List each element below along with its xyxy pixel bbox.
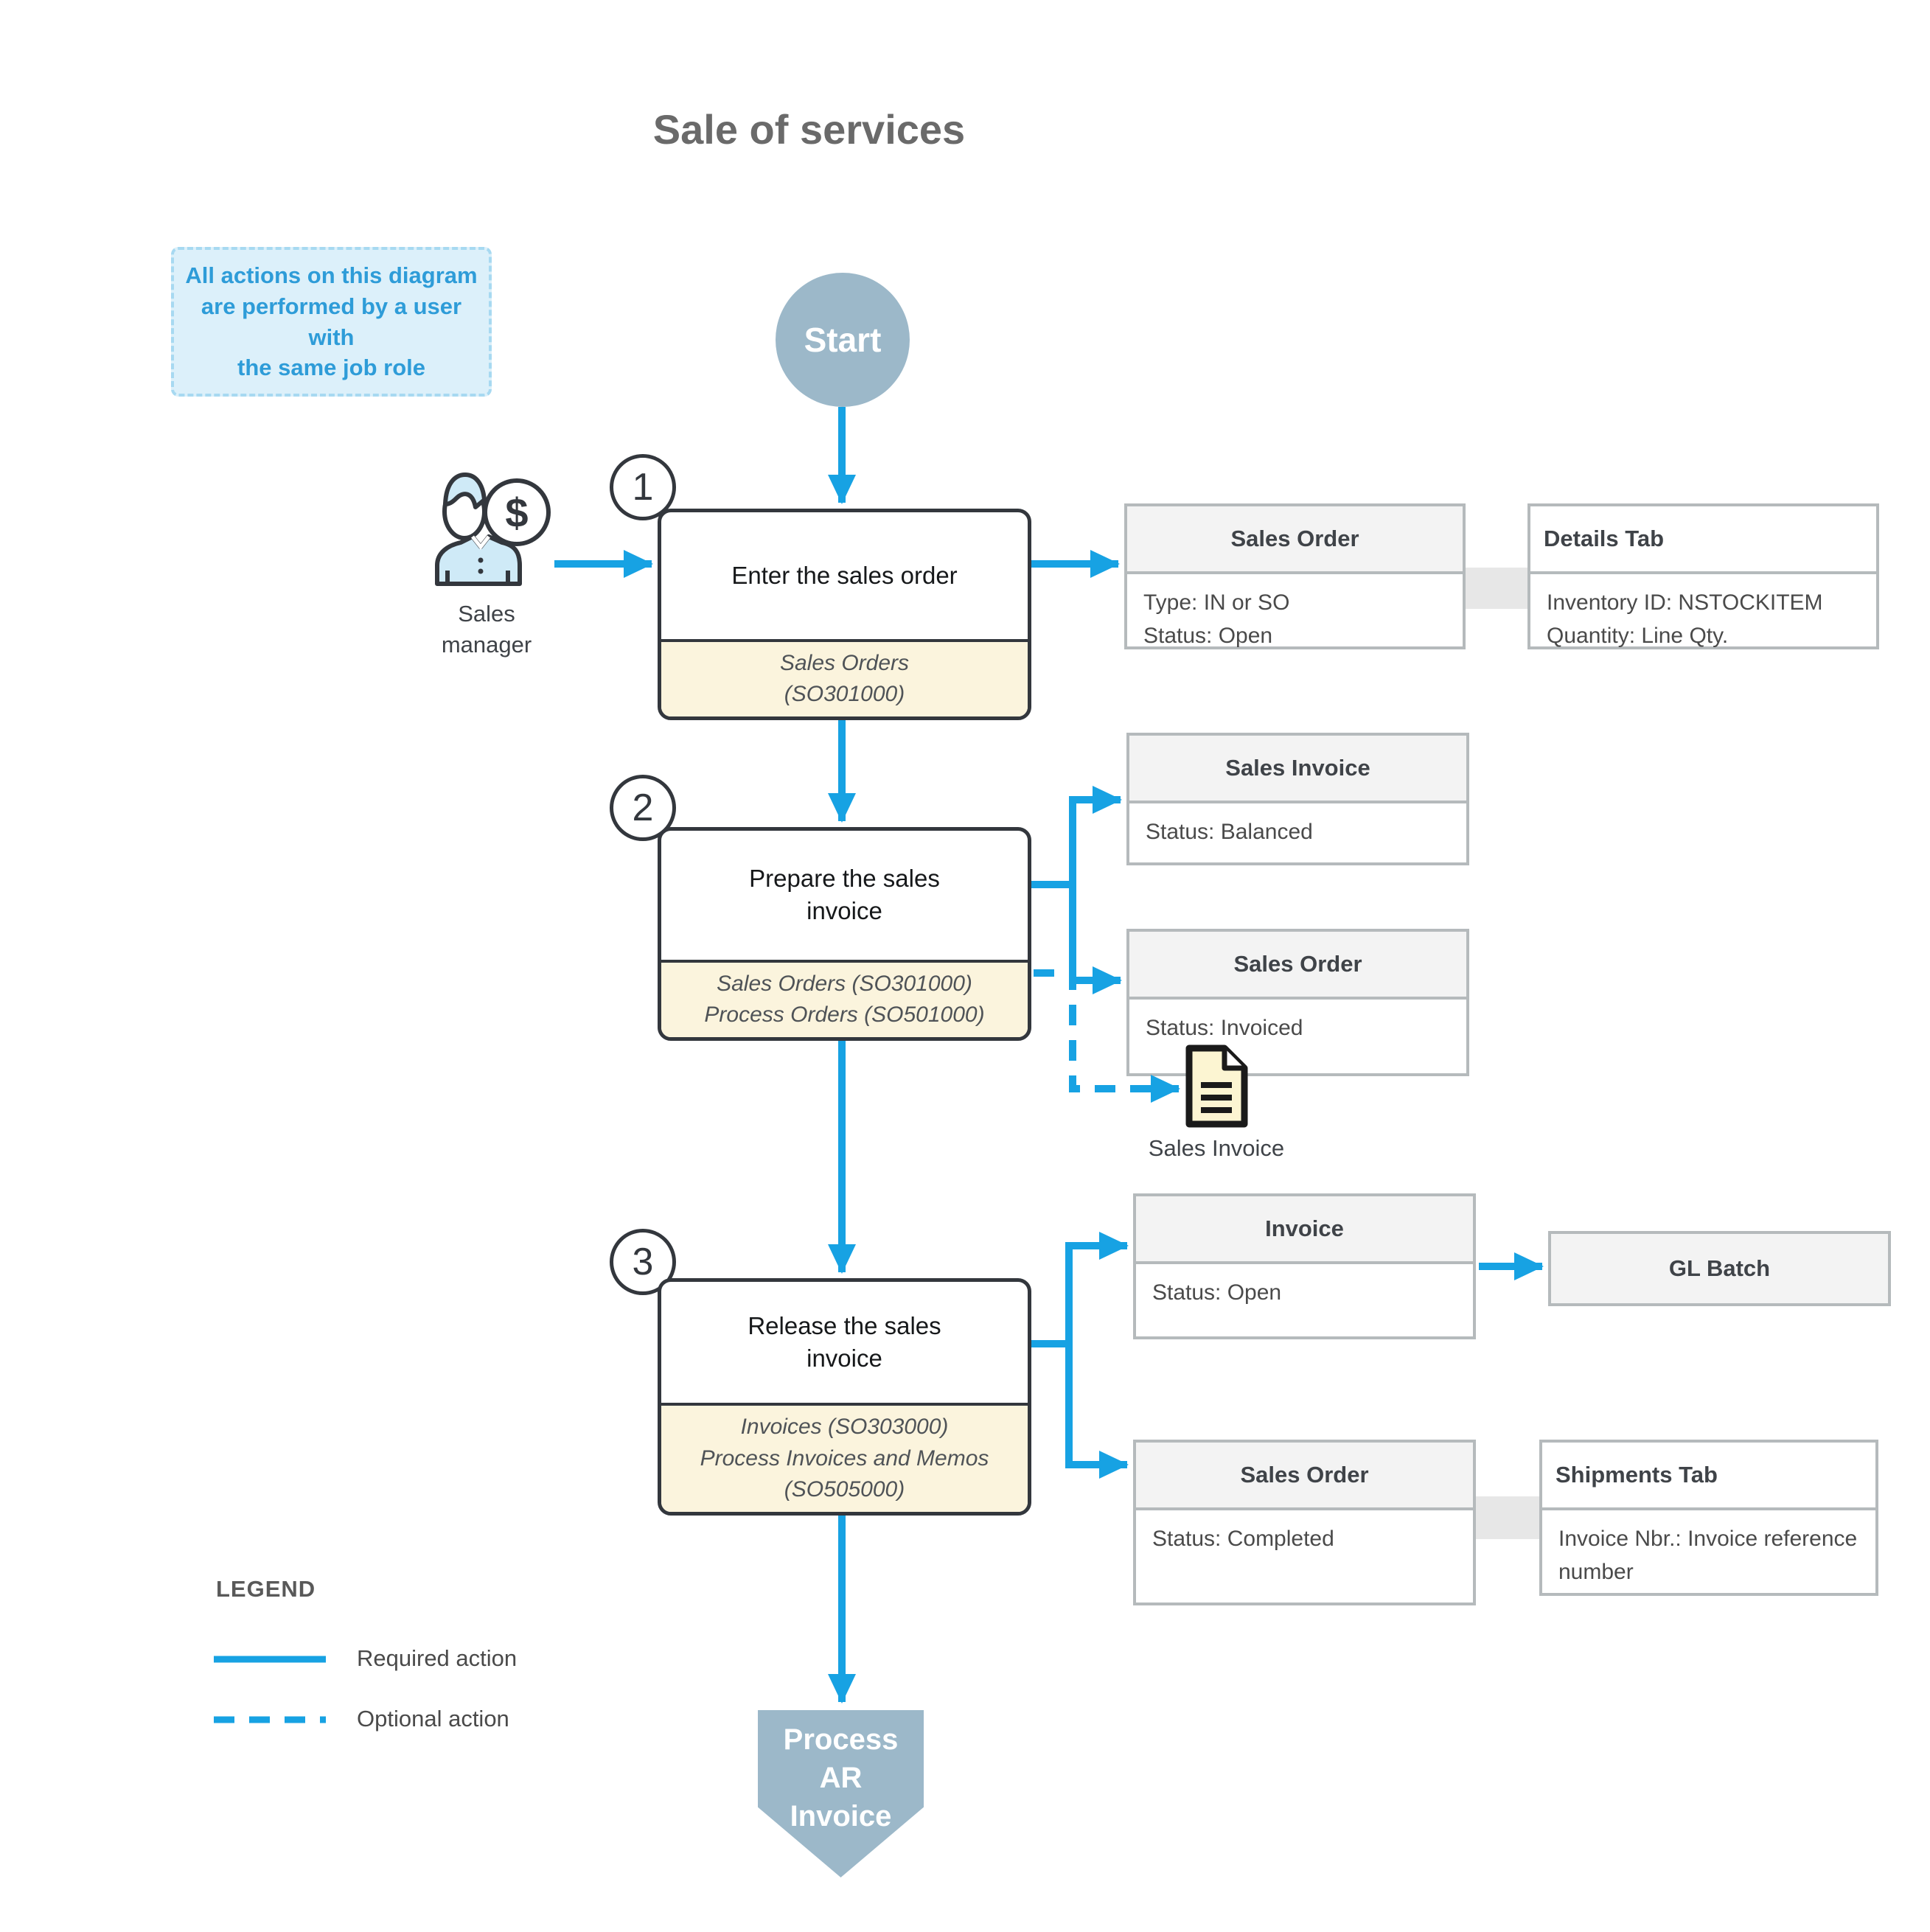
record-body: Invoice Nbr.: Invoice reference number — [1558, 1527, 1858, 1584]
step-2-title: Prepare the sales invoice — [749, 864, 940, 925]
record-details-tab: Details Tab Inventory ID: NSTOCKITEM Qua… — [1527, 503, 1879, 649]
end-node-process-ar-invoice: Process AR Invoice — [758, 1710, 924, 1877]
connector-sales-order-shipments-tab — [1474, 1496, 1541, 1539]
record-title: Invoice — [1136, 1196, 1473, 1264]
record-gl-batch: GL Batch — [1548, 1231, 1891, 1306]
arrow-step2-to-sales-order — [1069, 885, 1122, 994]
record-body: Status: Completed — [1152, 1527, 1334, 1551]
arrow-step3-to-sales-order — [1065, 1344, 1129, 1479]
start-label: Start — [804, 321, 882, 359]
record-sales-order-completed: Sales Order Status: Completed — [1133, 1440, 1476, 1605]
record-title: GL Batch — [1551, 1234, 1888, 1303]
record-body: Status: Open — [1152, 1280, 1282, 1305]
arrow-step3-to-invoice — [1031, 1232, 1129, 1347]
record-sales-order-invoiced: Sales Order Status: Invoiced — [1126, 929, 1469, 1076]
record-title: Sales Order — [1127, 506, 1463, 574]
end-node-label: Process AR Invoice — [783, 1723, 899, 1832]
connector-sales-order-details-tab — [1464, 568, 1529, 609]
start-node: Start — [776, 273, 910, 407]
note-box: All actions on this diagram are performe… — [171, 247, 492, 397]
arrow-step2-to-sales-invoice — [1031, 786, 1122, 888]
record-title: Shipments Tab — [1542, 1443, 1875, 1510]
sales-manager-icon: $ — [435, 472, 551, 586]
record-body: Inventory ID: NSTOCKITEM Quantity: Line … — [1547, 590, 1823, 648]
step-2-badge: 2 — [610, 775, 676, 841]
record-body: Type: IN or SO Status: Open — [1143, 590, 1290, 648]
record-title: Sales Order — [1129, 932, 1466, 1000]
record-title: Sales Order — [1136, 1443, 1473, 1510]
step-1-title: Enter the sales order — [731, 561, 958, 589]
record-shipments-tab: Shipments Tab Invoice Nbr.: Invoice refe… — [1539, 1440, 1878, 1596]
step-1-screens: Sales Orders (SO301000) — [661, 638, 1028, 716]
page-title: Sale of services — [652, 106, 966, 153]
record-sales-invoice-balanced: Sales Invoice Status: Balanced — [1126, 733, 1469, 865]
record-body: Status: Invoiced — [1146, 1016, 1303, 1040]
record-sales-order-open: Sales Order Type: IN or SO Status: Open — [1124, 503, 1466, 649]
legend-required-label: Required action — [357, 1645, 518, 1671]
legend-optional-label: Optional action — [357, 1706, 509, 1732]
step-3-title: Release the sales invoice — [748, 1311, 941, 1373]
record-title: Details Tab — [1530, 506, 1876, 574]
record-title: Sales Invoice — [1129, 736, 1466, 803]
document-label: Sales Invoice — [1148, 1135, 1285, 1161]
step-1-enter-sales-order: Enter the sales order Sales Orders (SO30… — [658, 509, 1031, 720]
step-2-prepare-sales-invoice: Prepare the sales invoice Sales Orders (… — [658, 827, 1031, 1041]
record-invoice-open: Invoice Status: Open — [1133, 1193, 1476, 1339]
document-icon — [1185, 1045, 1248, 1128]
step-3-screens: Invoices (SO303000) Process Invoices and… — [661, 1403, 1028, 1512]
step-3-release-sales-invoice: Release the sales invoice Invoices (SO30… — [658, 1278, 1031, 1516]
sales-manager-label: Sales manager — [441, 601, 532, 658]
legend-heading: LEGEND — [216, 1576, 316, 1602]
dollar-glyph: $ — [505, 489, 528, 536]
step-2-screens: Sales Orders (SO301000) Process Orders (… — [661, 959, 1028, 1037]
record-body: Status: Balanced — [1146, 820, 1313, 844]
